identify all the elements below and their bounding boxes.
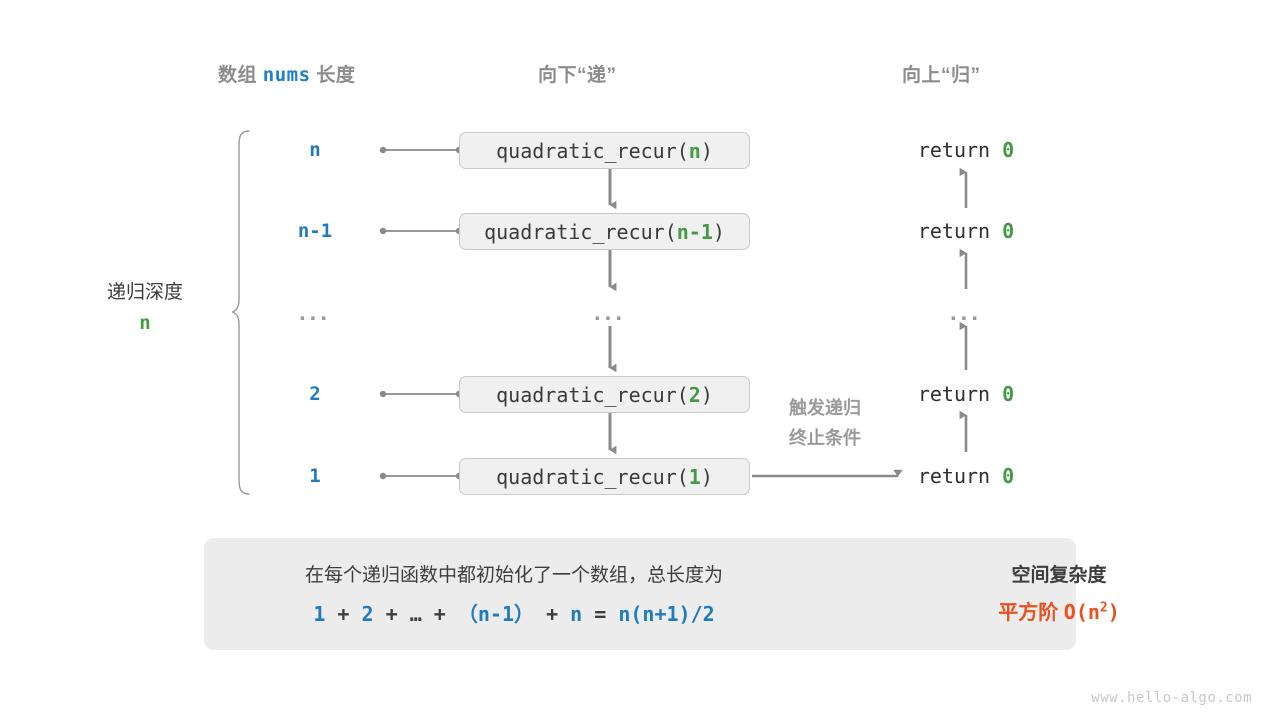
formula-op-1: +	[337, 602, 350, 626]
recursion-depth-value: n	[139, 312, 151, 334]
recursion-depth-label: 递归深度 n	[55, 278, 235, 338]
formula-result: n(n+1)/2	[618, 602, 715, 626]
complexity-exponent: 2	[1099, 600, 1108, 616]
call-box-row-4[interactable]: quadratic_recur(1)	[459, 458, 750, 495]
call-box-arg-4: 1	[688, 464, 701, 489]
call-box-row-3[interactable]: quadratic_recur(2)	[459, 376, 750, 413]
call-box-row-2-ellipsis: ...	[593, 299, 626, 326]
return-row-4: return 0	[866, 464, 1066, 488]
return-value-3: 0	[1002, 382, 1015, 406]
complexity-notation: O(n	[1063, 600, 1100, 624]
summary-space-complexity-title: 空间复杂度	[1011, 565, 1107, 586]
leader-lines	[379, 146, 463, 480]
trigger-note-line2: 终止条件	[789, 428, 861, 448]
complexity-notation-close: )	[1107, 600, 1120, 624]
depth-brace	[231, 130, 250, 495]
recursion-depth-text: 递归深度	[106, 282, 183, 303]
depth-value-row-4: 1	[309, 465, 321, 487]
trigger-note-line1: 触发递归	[789, 398, 861, 418]
call-box-row-0[interactable]: quadratic_recur(n)	[459, 132, 750, 169]
formula-term-5: n	[570, 602, 583, 626]
call-box-suffix-1: )	[712, 219, 725, 244]
trigger-termination-note: 触发递归 终止条件	[760, 393, 890, 453]
summary-description: 在每个递归函数中都初始化了一个数组，总长度为	[304, 565, 723, 586]
call-box-row-1[interactable]: quadratic_recur(n-1)	[459, 213, 750, 250]
formula-op-3: +	[433, 602, 446, 626]
call-box-suffix-4: )	[700, 464, 713, 489]
depth-value-row-1: n-1	[297, 220, 333, 242]
watermark: www.hello-algo.com	[1091, 690, 1252, 706]
depth-value-row-3: 2	[309, 383, 321, 405]
header-array-prefix: 数组	[218, 65, 258, 86]
call-box-suffix-0: )	[700, 138, 713, 163]
formula-equals: =	[594, 602, 607, 626]
return-keyword-0: return	[917, 138, 991, 162]
depth-value-row-2-ellipsis: ...	[298, 299, 331, 326]
call-box-prefix-3: quadratic_recur(	[496, 382, 689, 407]
summary-space-complexity-value: 平方阶 O(n2)	[844, 596, 1274, 625]
formula-term-2: 2	[361, 602, 374, 626]
return-value-1: 0	[1002, 219, 1015, 243]
return-row-0: return 0	[866, 138, 1066, 162]
header-array-name: nums	[262, 64, 311, 86]
summary-panel: 在每个递归函数中都初始化了一个数组，总长度为 1 + 2 + … + （n-1）…	[204, 538, 1120, 650]
call-box-prefix-0: quadratic_recur(	[496, 138, 689, 163]
header-ascend: 向上“归”	[902, 65, 981, 86]
return-row-2-ellipsis: ...	[949, 299, 982, 326]
call-box-prefix-4: quadratic_recur(	[496, 464, 689, 489]
return-row-1: return 0	[866, 219, 1066, 243]
formula-term-4: （n-1）	[457, 602, 535, 626]
return-value-4: 0	[1002, 464, 1015, 488]
formula-op-4: +	[546, 602, 559, 626]
formula-term-3: …	[409, 602, 422, 626]
header-descend: 向下“递”	[538, 65, 617, 86]
header-array-length: 数组 nums 长度	[218, 60, 355, 87]
depth-value-row-0: n	[309, 139, 321, 161]
call-box-arg-1: n-1	[676, 219, 713, 244]
call-box-suffix-3: )	[700, 382, 713, 407]
return-keyword-1: return	[917, 219, 991, 243]
call-box-arg-0: n	[688, 138, 701, 163]
call-box-prefix-1: quadratic_recur(	[484, 219, 677, 244]
return-row-3: return 0	[866, 382, 1066, 406]
complexity-label: 平方阶	[998, 602, 1059, 624]
formula-op-2: +	[385, 602, 398, 626]
return-value-0: 0	[1002, 138, 1015, 162]
header-array-suffix: 长度	[316, 65, 356, 86]
formula-term-1: 1	[313, 602, 326, 626]
call-box-arg-3: 2	[688, 382, 701, 407]
return-keyword-3: return	[917, 382, 991, 406]
summary-formula: 1 + 2 + … + （n-1） + n = n(n+1)/2	[234, 598, 794, 627]
return-keyword-4: return	[917, 464, 991, 488]
